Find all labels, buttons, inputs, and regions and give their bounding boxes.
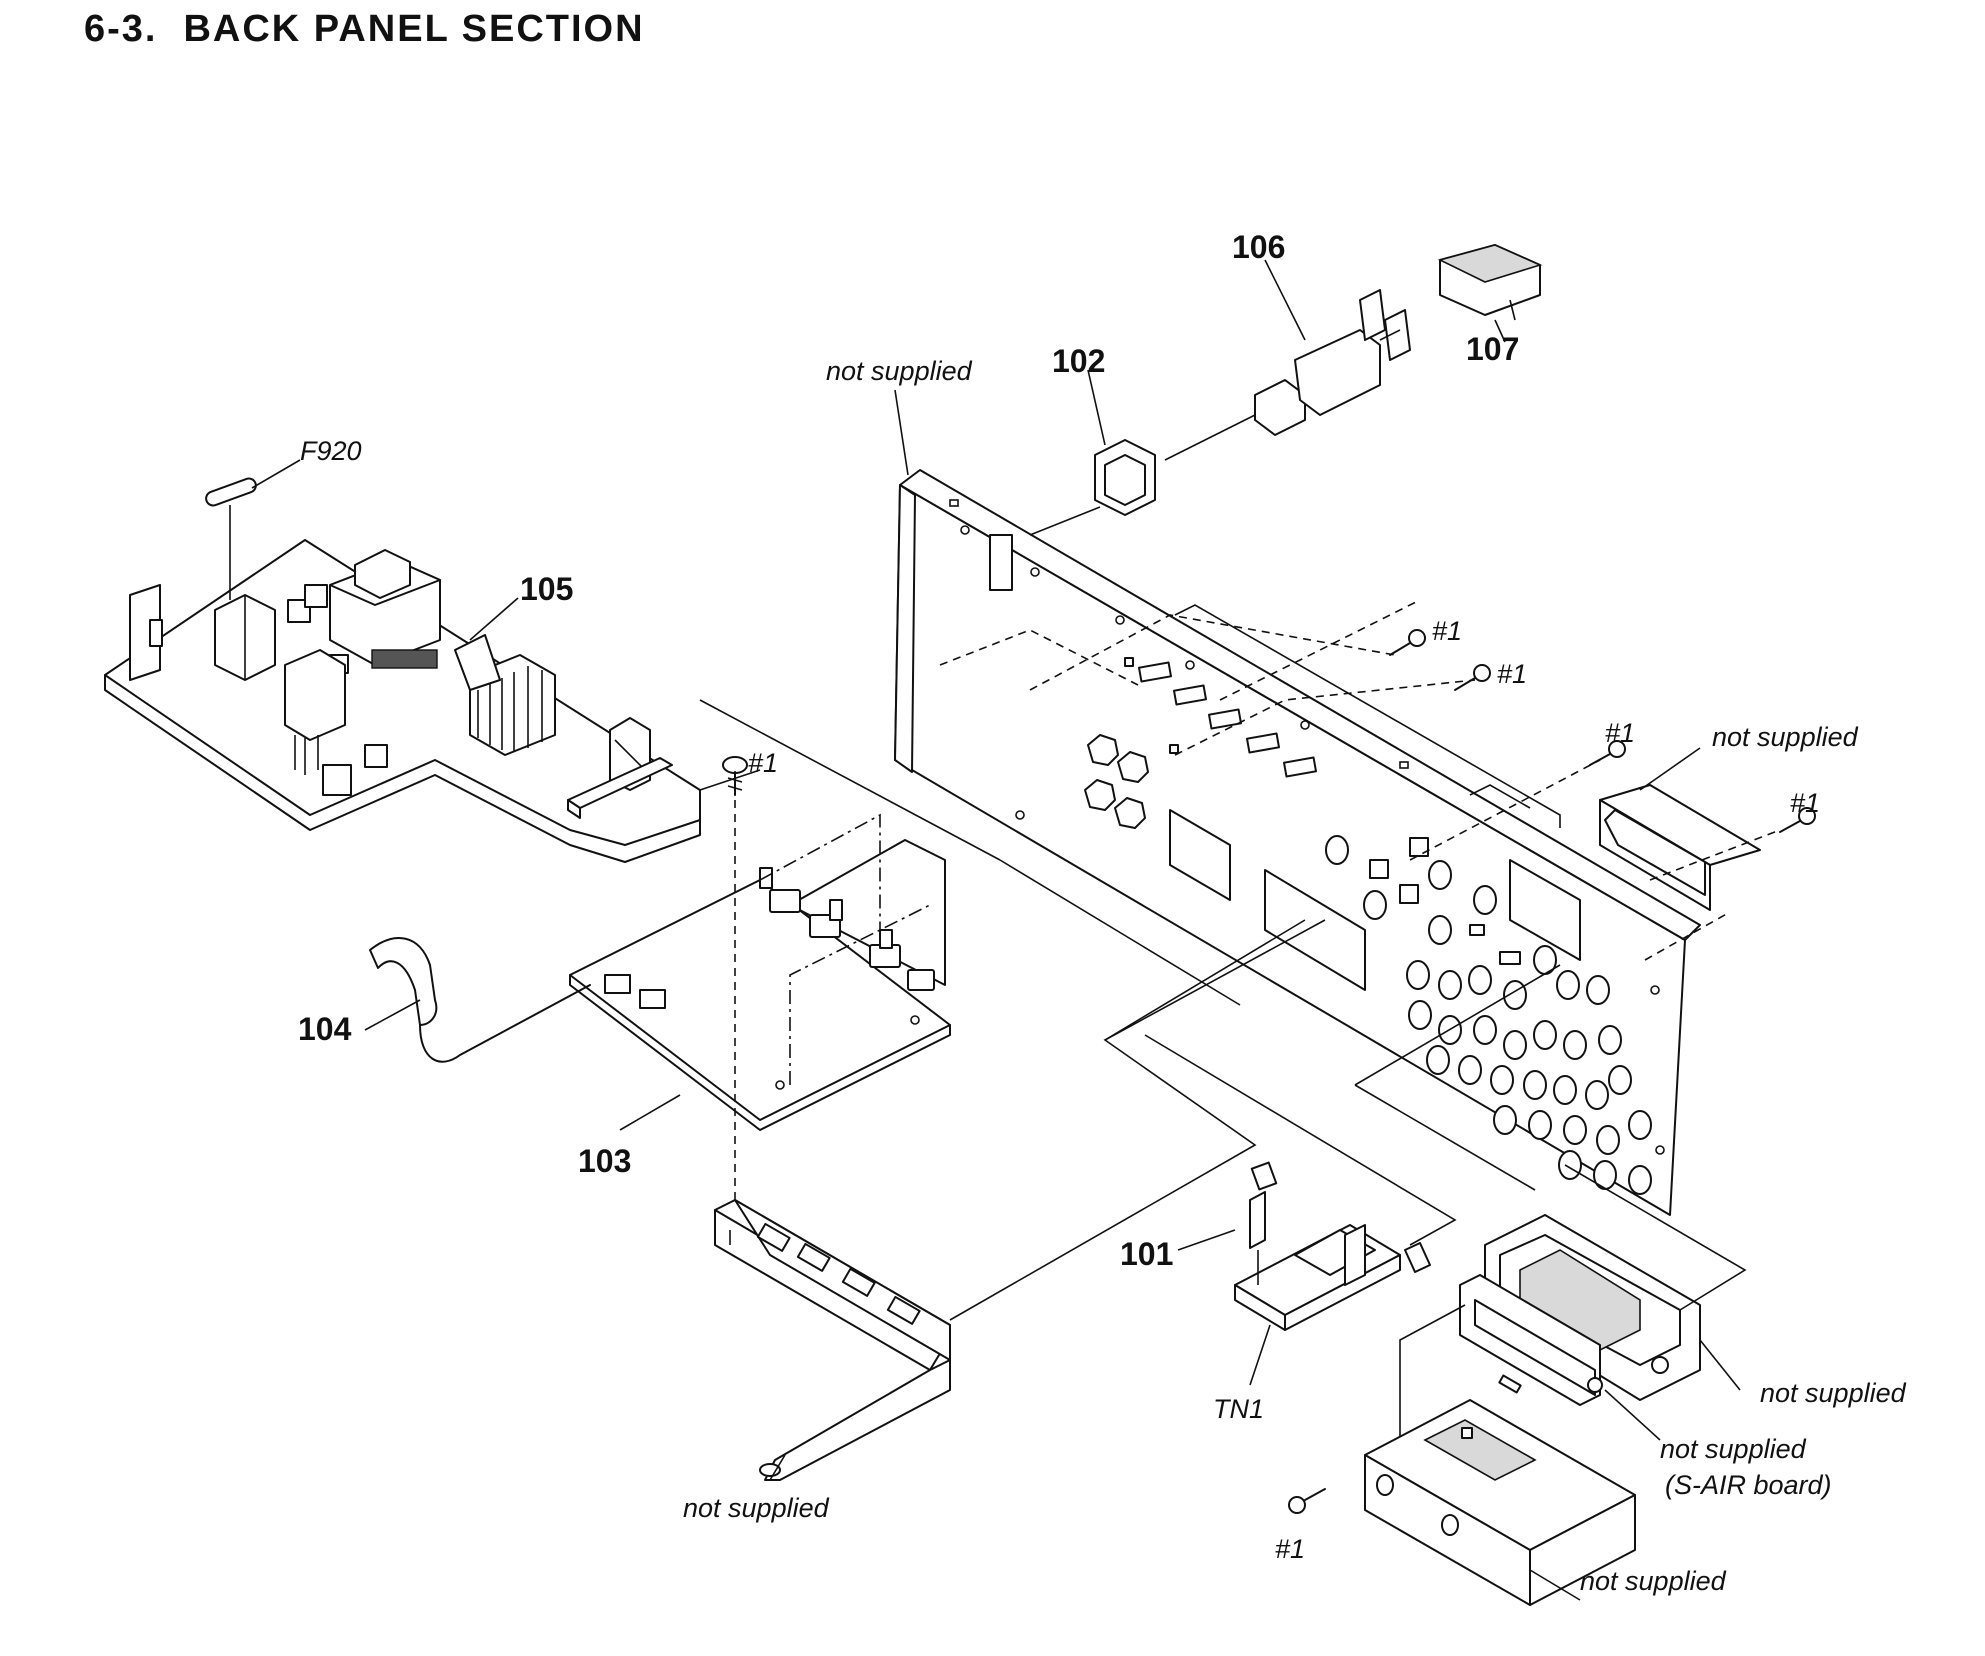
label-screw-1b: #1: [1497, 659, 1527, 689]
label-not-supplied-panel: not supplied: [826, 356, 973, 386]
flat-cable-104: [369, 937, 591, 1063]
tuner-unit-tn1: [1234, 1161, 1431, 1331]
leader-lines: [251, 259, 1741, 1601]
label-not-supplied-bracket: not supplied: [1712, 722, 1859, 752]
label-105: 105: [520, 571, 573, 607]
label-screw-1a: #1: [1432, 616, 1462, 646]
label-screw-1c: #1: [1605, 718, 1635, 748]
label-screw-pcb: #1: [748, 748, 778, 778]
screw-1e: [1288, 1488, 1326, 1514]
label-not-supplied-s-air: not supplied: [1660, 1434, 1807, 1464]
label-102: 102: [1052, 343, 1105, 379]
fuse-f920: [205, 477, 257, 507]
label-not-supplied-bottom: not supplied: [683, 1493, 830, 1523]
screw-1d: [1779, 807, 1816, 833]
label-screw-1d: #1: [1790, 788, 1820, 818]
label-f920: F920: [300, 436, 362, 466]
power-cord-106: [1164, 289, 1411, 461]
power-transformer: [329, 549, 441, 669]
lower-case: [1364, 1399, 1636, 1606]
label-tn1: TN1: [1213, 1394, 1264, 1424]
screw-1b: [1454, 664, 1491, 691]
screw-1a: [1389, 629, 1426, 656]
label-103: 103: [578, 1143, 631, 1179]
plug-adapter-107: [1437, 244, 1543, 321]
label-104: 104: [298, 1011, 352, 1047]
screw-pcb: [722, 756, 748, 1240]
screw-1c: [1589, 740, 1626, 766]
s-air-board: [1459, 1274, 1603, 1406]
side-bracket: [1599, 784, 1761, 911]
back-panel: [894, 469, 1701, 1216]
power-board: [104, 477, 701, 863]
section-title: 6-3. BACK PANEL SECTION: [84, 8, 645, 51]
section-number: 6-3.: [84, 8, 158, 50]
ac-inlet-102: [1029, 439, 1156, 536]
label-s-air-board: (S-AIR board): [1665, 1470, 1832, 1500]
section-name: BACK PANEL SECTION: [183, 8, 645, 50]
pcb-103: [569, 813, 951, 1131]
label-101: 101: [1120, 1236, 1173, 1272]
label-not-supplied-housing: not supplied: [1760, 1378, 1907, 1408]
label-not-supplied-case: not supplied: [1580, 1566, 1727, 1596]
label-106: 106: [1232, 229, 1285, 265]
label-screw-1e: #1: [1275, 1534, 1305, 1564]
label-107: 107: [1466, 331, 1519, 367]
bottom-bracket: [714, 1199, 951, 1481]
callout-labels: 106 107 102 105 104 103 101 F920 TN1 #1 …: [298, 229, 1907, 1596]
